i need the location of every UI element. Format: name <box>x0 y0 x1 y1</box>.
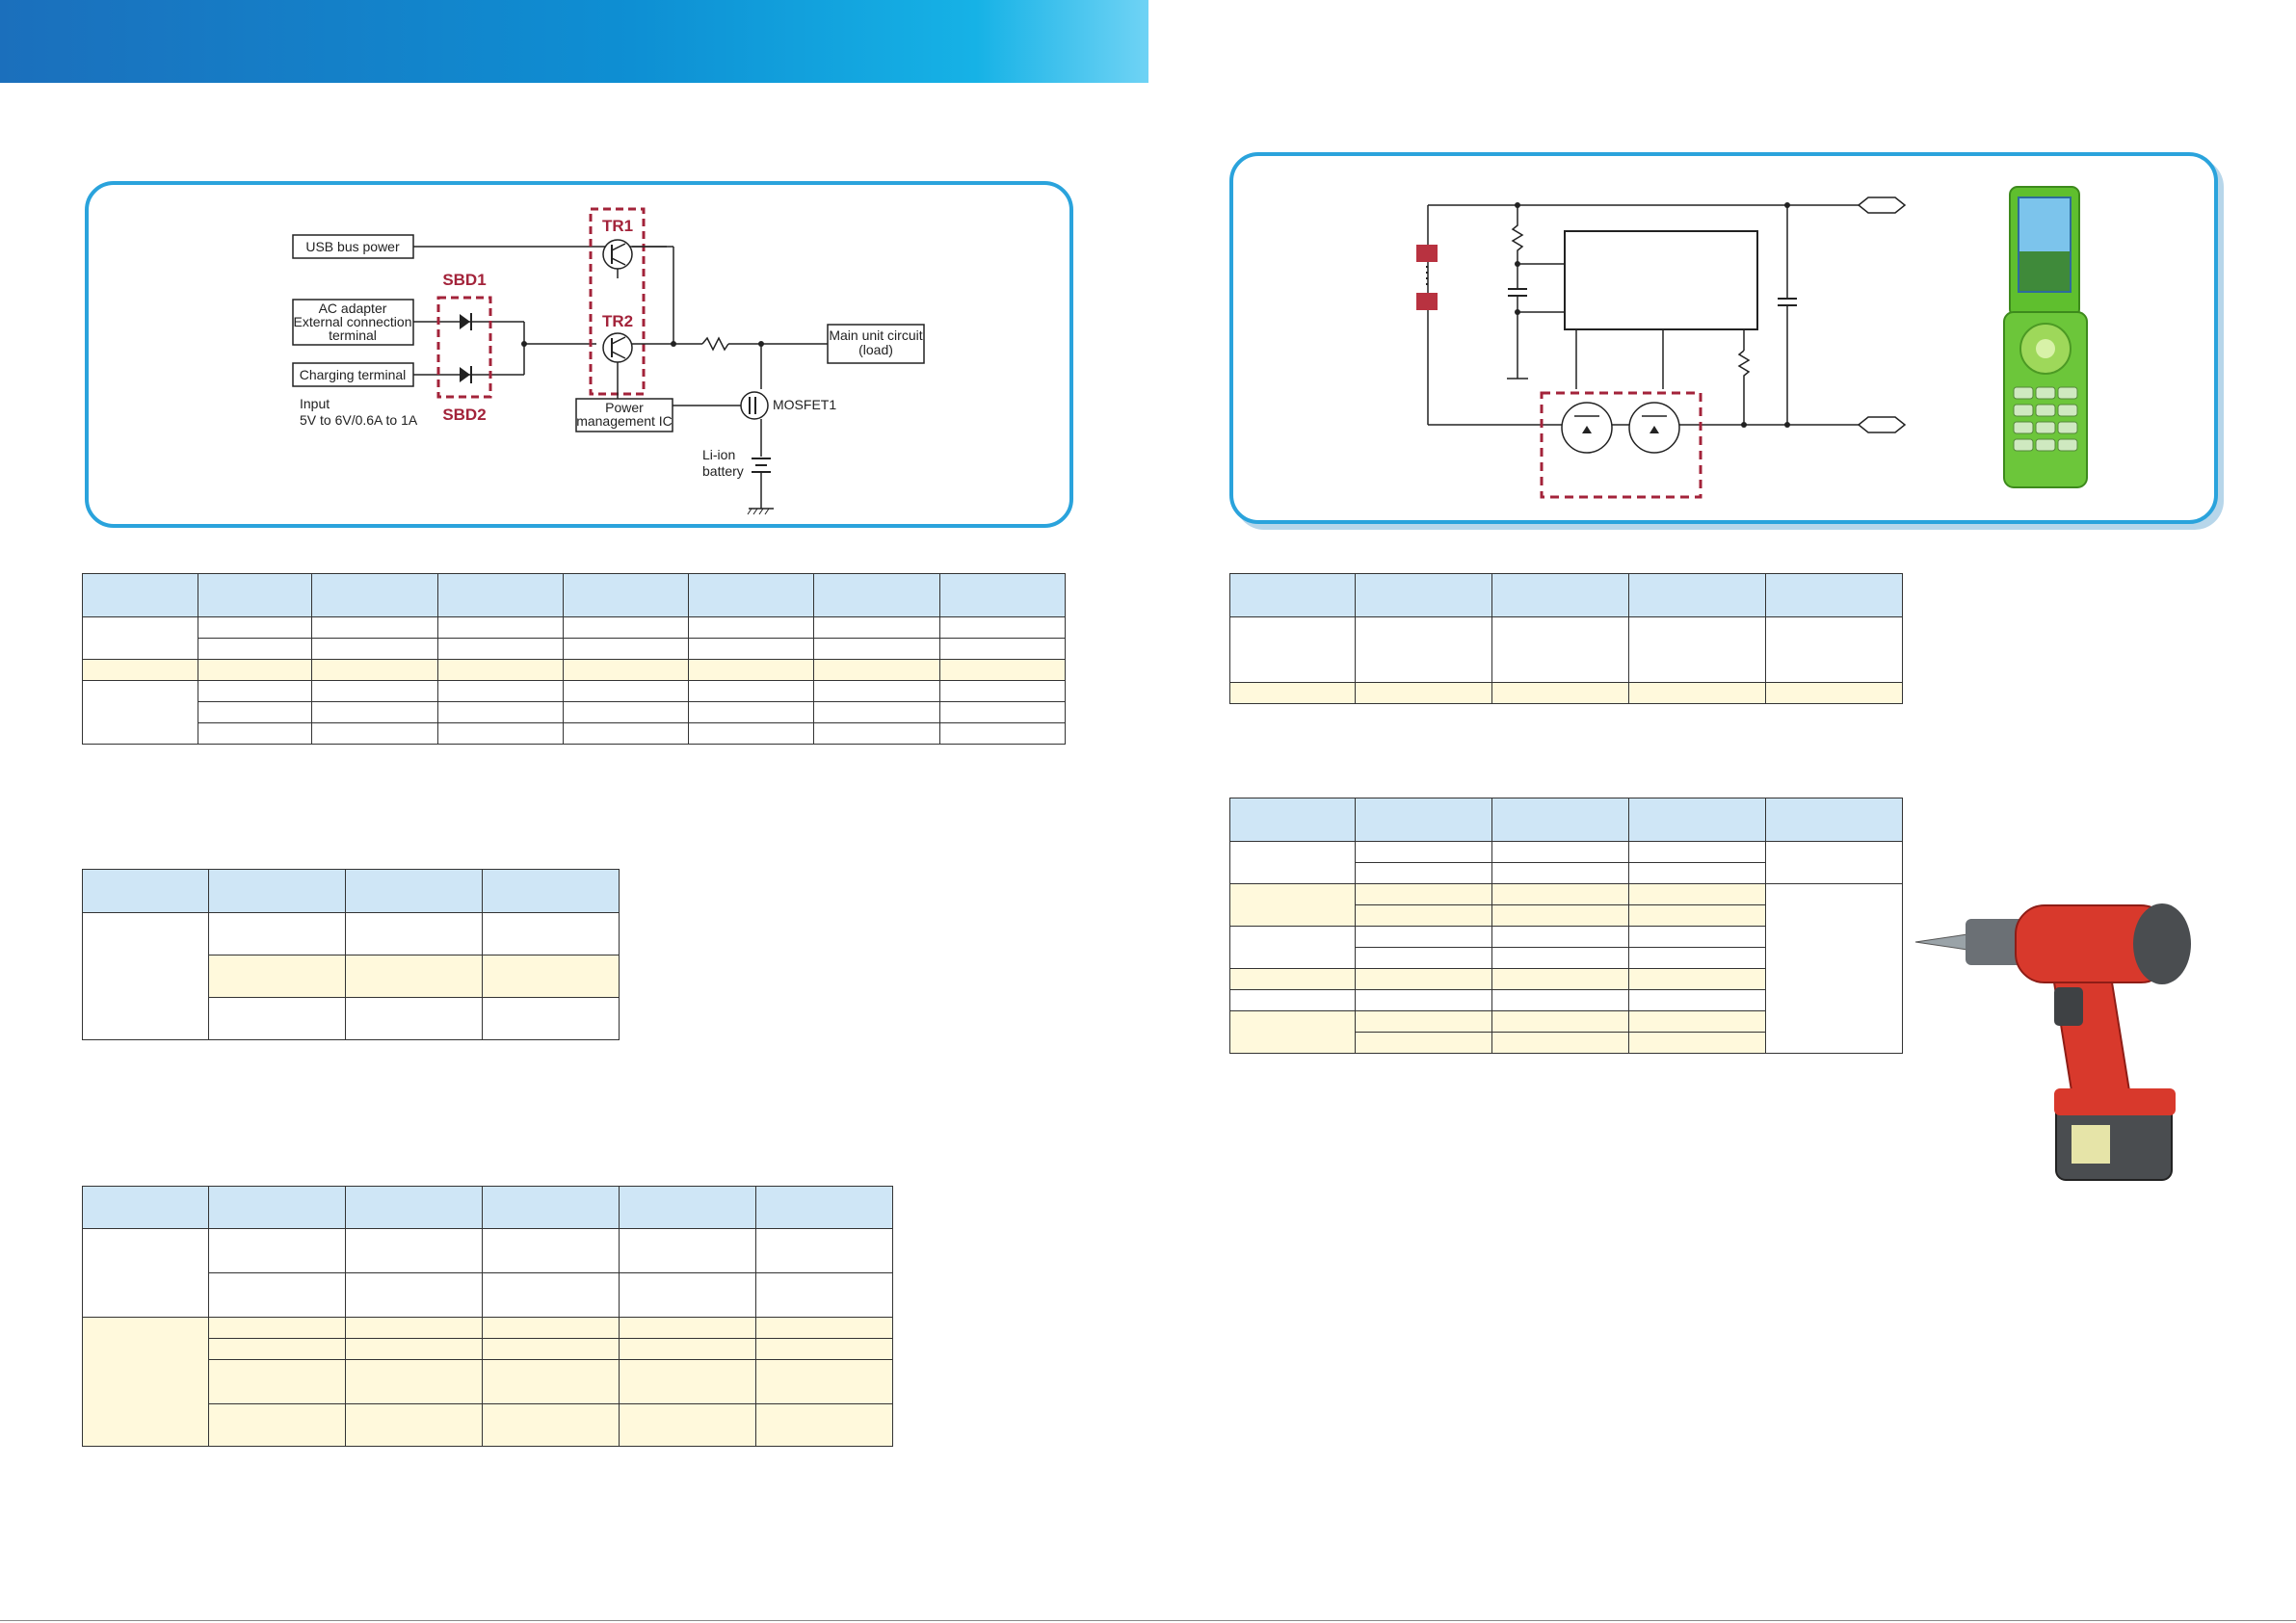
table-row <box>1229 616 1903 683</box>
mosfet-dashed-box <box>1540 391 1702 499</box>
positive-terminal <box>1857 196 1907 214</box>
table-row <box>83 722 1067 745</box>
ac-adapter-label-2: External connection <box>294 314 412 329</box>
tr2-label: TR2 <box>602 312 633 330</box>
header-banner <box>0 0 1148 83</box>
sbd1-label: SBD1 <box>442 271 486 289</box>
table-row <box>1230 947 1903 969</box>
negative-terminal <box>1857 416 1907 433</box>
power-mgmt-label-1: Power <box>605 400 644 415</box>
table-row <box>83 997 620 1040</box>
ac-adapter-label-3: terminal <box>329 327 377 343</box>
table-4-header-row <box>1229 573 1903 617</box>
tr2-transistor <box>602 332 633 363</box>
table-row <box>1229 883 1903 1054</box>
charging-circuit-panel: USB bus power AC adapter External connec… <box>85 181 1073 528</box>
sbd2-label: SBD2 <box>442 406 486 424</box>
table-row <box>1229 1010 1903 1054</box>
input-spec-label: 5V to 6V/0.6A to 1A <box>300 412 418 428</box>
table-row <box>82 912 620 1040</box>
page-footer-rule <box>0 1620 2296 1621</box>
table-row <box>81 680 1067 745</box>
table-row <box>1230 904 1903 927</box>
battery-label-2: battery <box>702 463 744 479</box>
sbd-dashed-box <box>436 296 492 399</box>
mobile-phone-image <box>2003 186 2088 488</box>
protection-circuit-diagram <box>1416 196 1907 499</box>
table-row <box>83 955 620 998</box>
ac-adapter-box <box>292 299 414 346</box>
protection-ic-box <box>1564 230 1758 330</box>
table-2 <box>82 869 620 1040</box>
table-1-header-row <box>81 573 1067 617</box>
power-mgmt-label-2: management IC <box>576 413 673 429</box>
cordless-drill-image <box>1914 903 2191 1181</box>
sbd2-diode <box>460 367 470 382</box>
table-1 <box>81 573 1067 745</box>
ac-adapter-label-1: AC adapter <box>319 301 387 316</box>
main-unit-circuit-box <box>827 324 925 364</box>
sense-resistor <box>701 336 729 352</box>
input-label: Input <box>300 396 330 411</box>
table-row <box>81 616 1067 660</box>
main-unit-label-1: Main unit circuit <box>829 327 922 343</box>
charging-terminal-label: Charging terminal <box>300 367 407 382</box>
main-unit-label-2: (load) <box>858 342 893 357</box>
table-row <box>1229 989 1903 1011</box>
table-row <box>83 1359 893 1404</box>
usb-bus-power-label: USB bus power <box>305 239 400 254</box>
table-3-header-row <box>82 1186 893 1229</box>
charging-terminal-box <box>292 362 414 387</box>
mosfet1-label: MOSFET1 <box>773 397 836 412</box>
power-management-ic-box <box>575 398 673 432</box>
table-row <box>1230 862 1903 884</box>
sbd1-diode <box>460 314 470 329</box>
charging-circuit-diagram: USB bus power AC adapter External connec… <box>292 207 925 515</box>
table-row <box>1229 841 1903 884</box>
table-5 <box>1229 798 1903 1054</box>
table-row <box>1230 1032 1903 1054</box>
tr1-transistor <box>602 239 633 270</box>
table-row <box>83 638 1067 660</box>
battery-label-1: Li-ion <box>702 447 735 462</box>
table-row <box>82 1228 893 1318</box>
table-row <box>82 1317 893 1447</box>
table-3 <box>82 1186 893 1447</box>
usb-bus-power-box <box>292 234 414 259</box>
table-5-header-row <box>1229 798 1903 842</box>
table-row <box>83 1403 893 1447</box>
table-row <box>83 701 1067 723</box>
table-row <box>81 659 1067 681</box>
table-2-header-row <box>82 869 620 913</box>
battery-cell-bottom <box>1416 293 1438 310</box>
table-row <box>1229 968 1903 990</box>
table-4 <box>1229 573 1903 704</box>
table-row <box>1229 682 1903 704</box>
battery-cell-top <box>1416 245 1438 262</box>
tr1-label: TR1 <box>602 217 633 235</box>
